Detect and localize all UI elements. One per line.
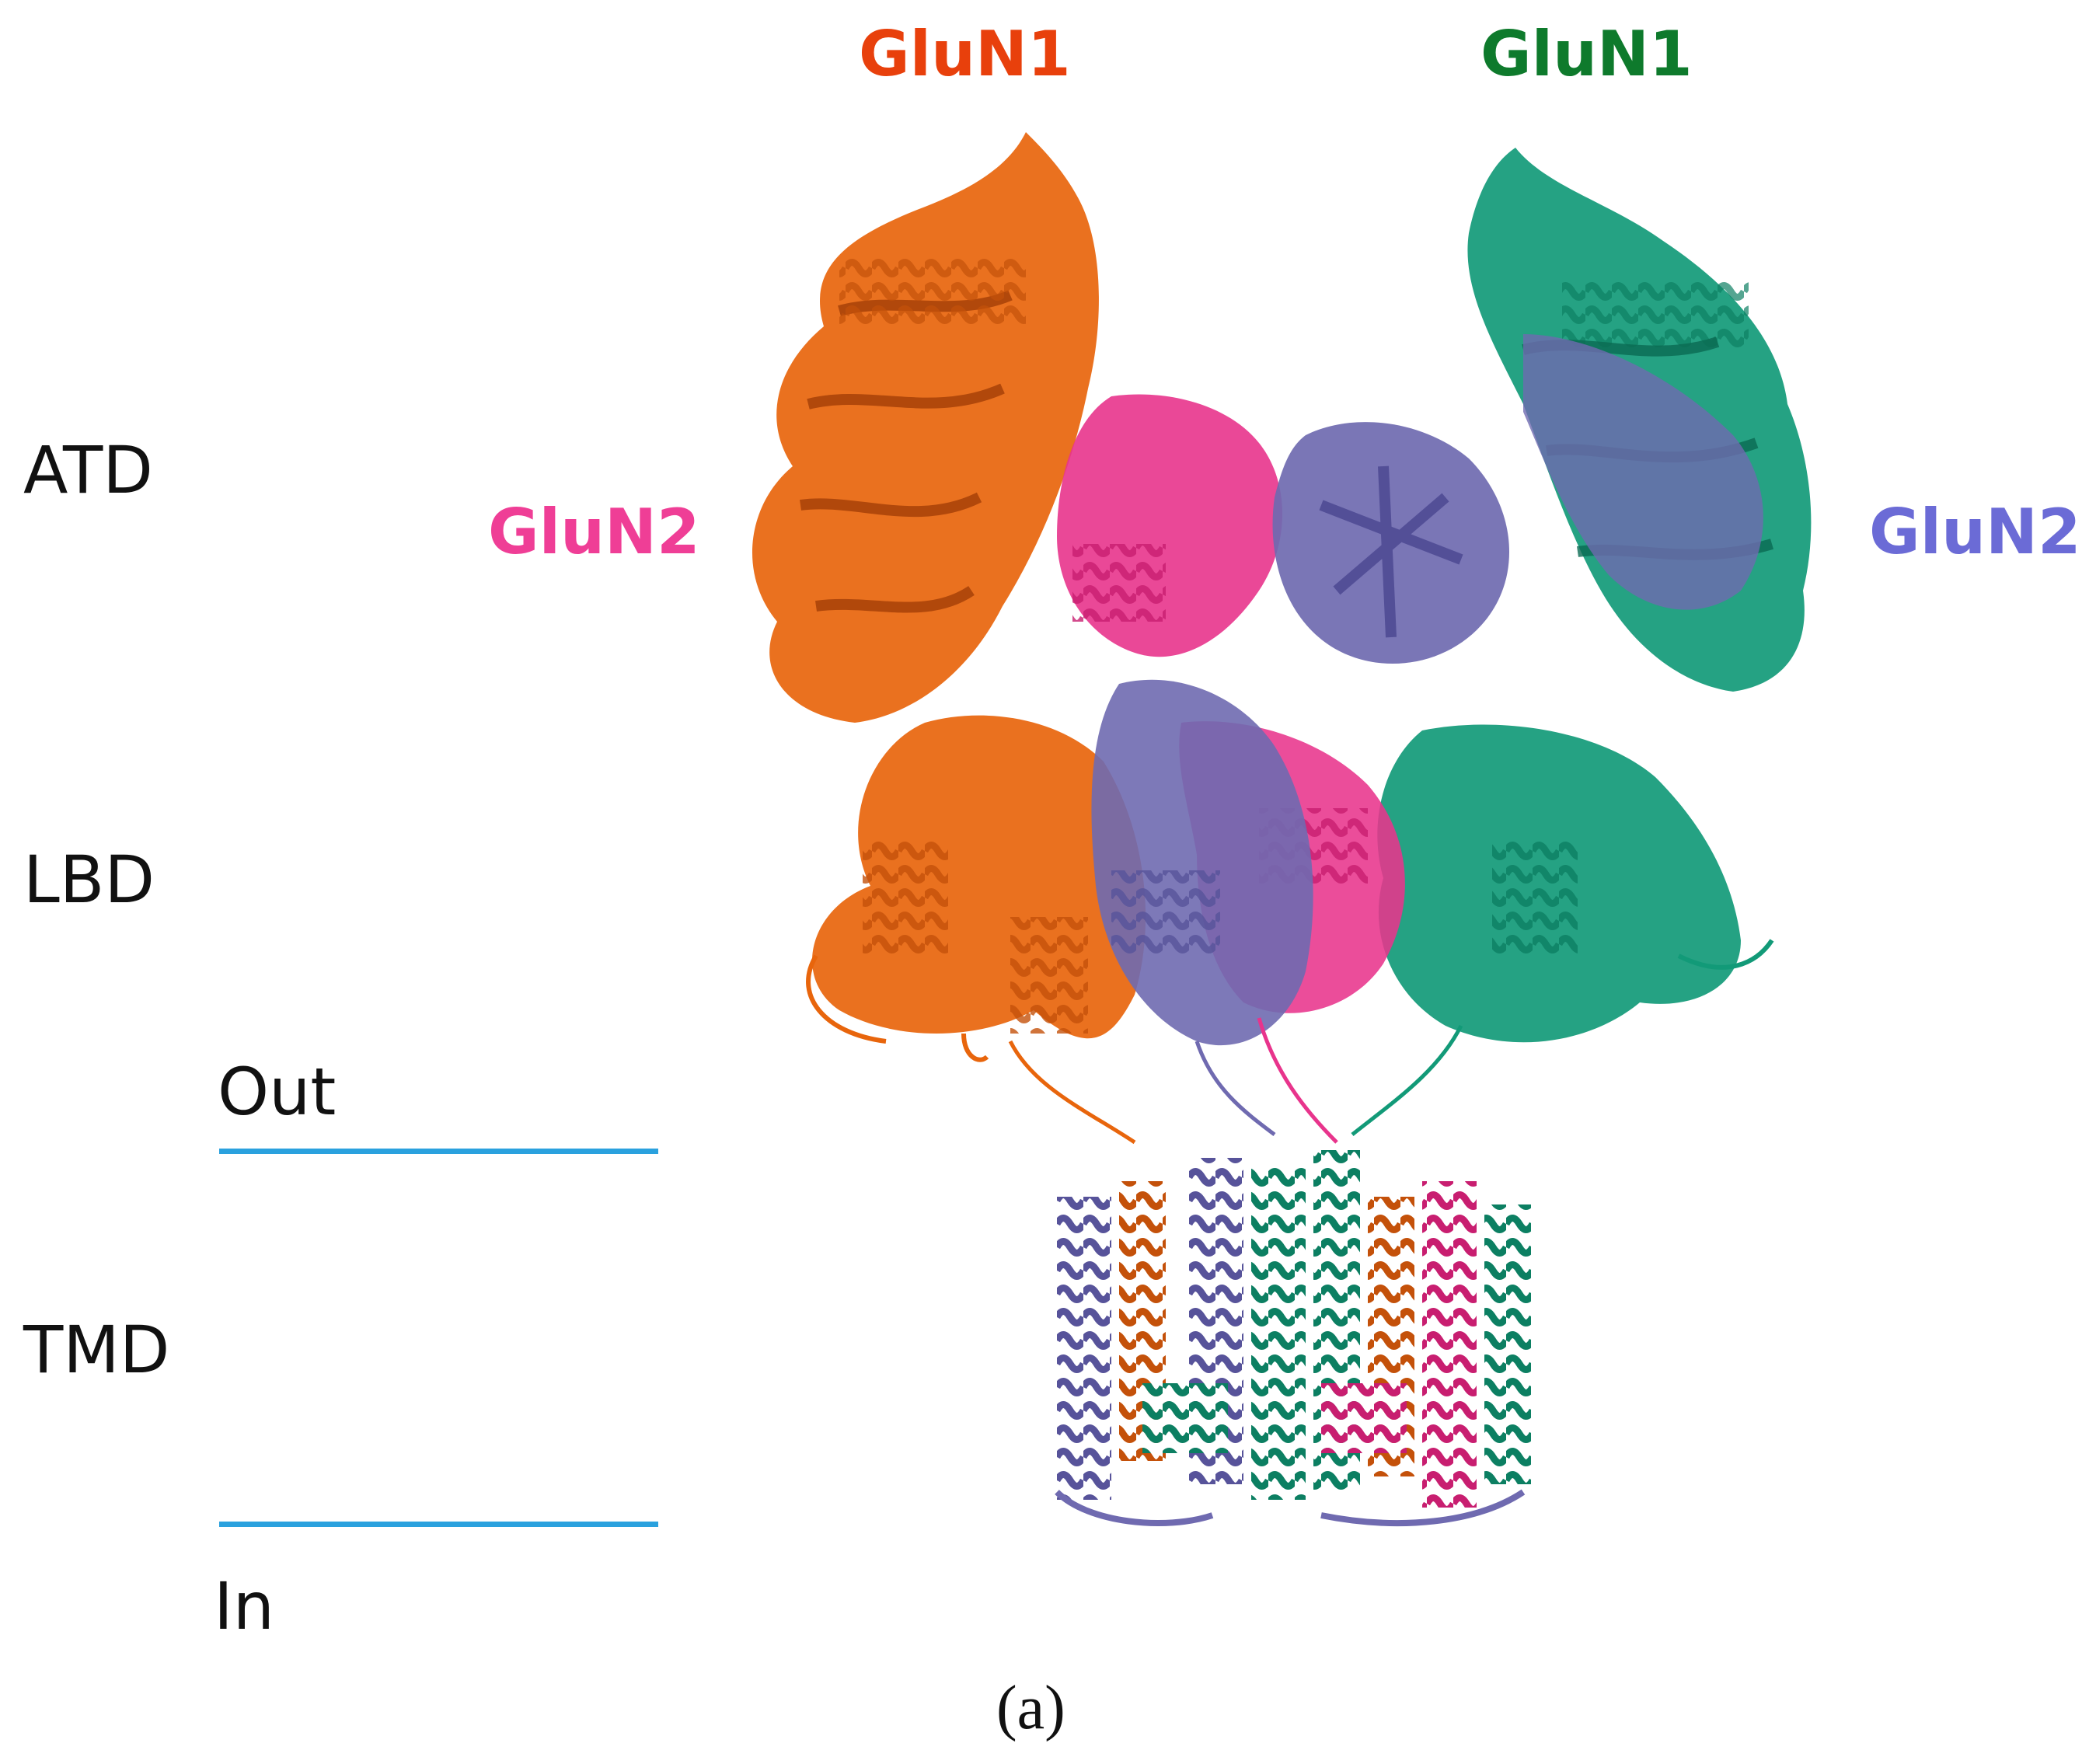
domain-label-lbd: LBD xyxy=(23,842,155,918)
linker-loops xyxy=(1008,1017,1463,1145)
chain-label-glun1-left: GluN1 xyxy=(859,18,1071,90)
glun2-purple-ribbon xyxy=(1091,334,1763,1046)
glun1-orange-ribbon xyxy=(752,132,1146,1062)
chain-label-glun2-right: GluN2 xyxy=(1869,496,2081,568)
tmd-helices xyxy=(1055,1150,1531,1526)
domain-label-atd: ATD xyxy=(23,432,153,508)
domain-label-tmd: TMD xyxy=(23,1312,170,1388)
membrane-inner-line xyxy=(219,1522,658,1527)
figure-caption: (a) xyxy=(996,1674,1065,1742)
membrane-outer-line xyxy=(219,1149,658,1154)
chain-label-glun1-right: GluN1 xyxy=(1480,18,1693,90)
membrane-inside-label: In xyxy=(214,1568,275,1644)
membrane-outside-label: Out xyxy=(218,1054,337,1130)
chain-label-glun2-left: GluN2 xyxy=(488,496,700,568)
